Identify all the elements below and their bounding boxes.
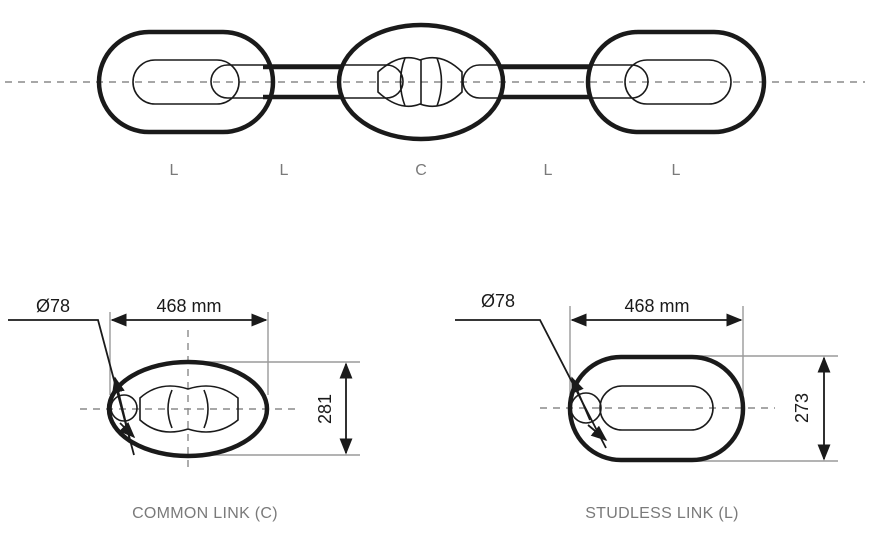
common-diameter-label: Ø78 [36, 296, 70, 316]
common-width-label: 281 [315, 394, 335, 424]
common-length-label: 468 mm [156, 296, 221, 316]
studless-width-label: 273 [792, 393, 812, 423]
chain-link-5 [585, 29, 767, 135]
link-type-label: C [415, 162, 427, 179]
chain-link-4 [462, 64, 649, 100]
studless-length-label: 468 mm [624, 296, 689, 316]
chain-link-2 [210, 64, 404, 100]
link-type-label: L [280, 162, 289, 179]
studless-link-drawing: Ø78 468 mm 273 STUDLESS LINK (L) [455, 291, 838, 522]
common-link-drawing: Ø78 468 mm 281 COMMON LINK (C) [8, 296, 360, 522]
chain-assembly: L L C L L [5, 22, 865, 179]
link-type-label: L [170, 162, 179, 179]
link-type-label: L [544, 162, 553, 179]
studless-diameter-label: Ø78 [481, 291, 515, 311]
chain-link-1 [96, 29, 276, 135]
chain-link-3 [336, 22, 506, 142]
link-type-label: L [672, 162, 681, 179]
studless-link-caption: STUDLESS LINK (L) [585, 505, 739, 522]
common-link-caption: COMMON LINK (C) [132, 505, 278, 522]
